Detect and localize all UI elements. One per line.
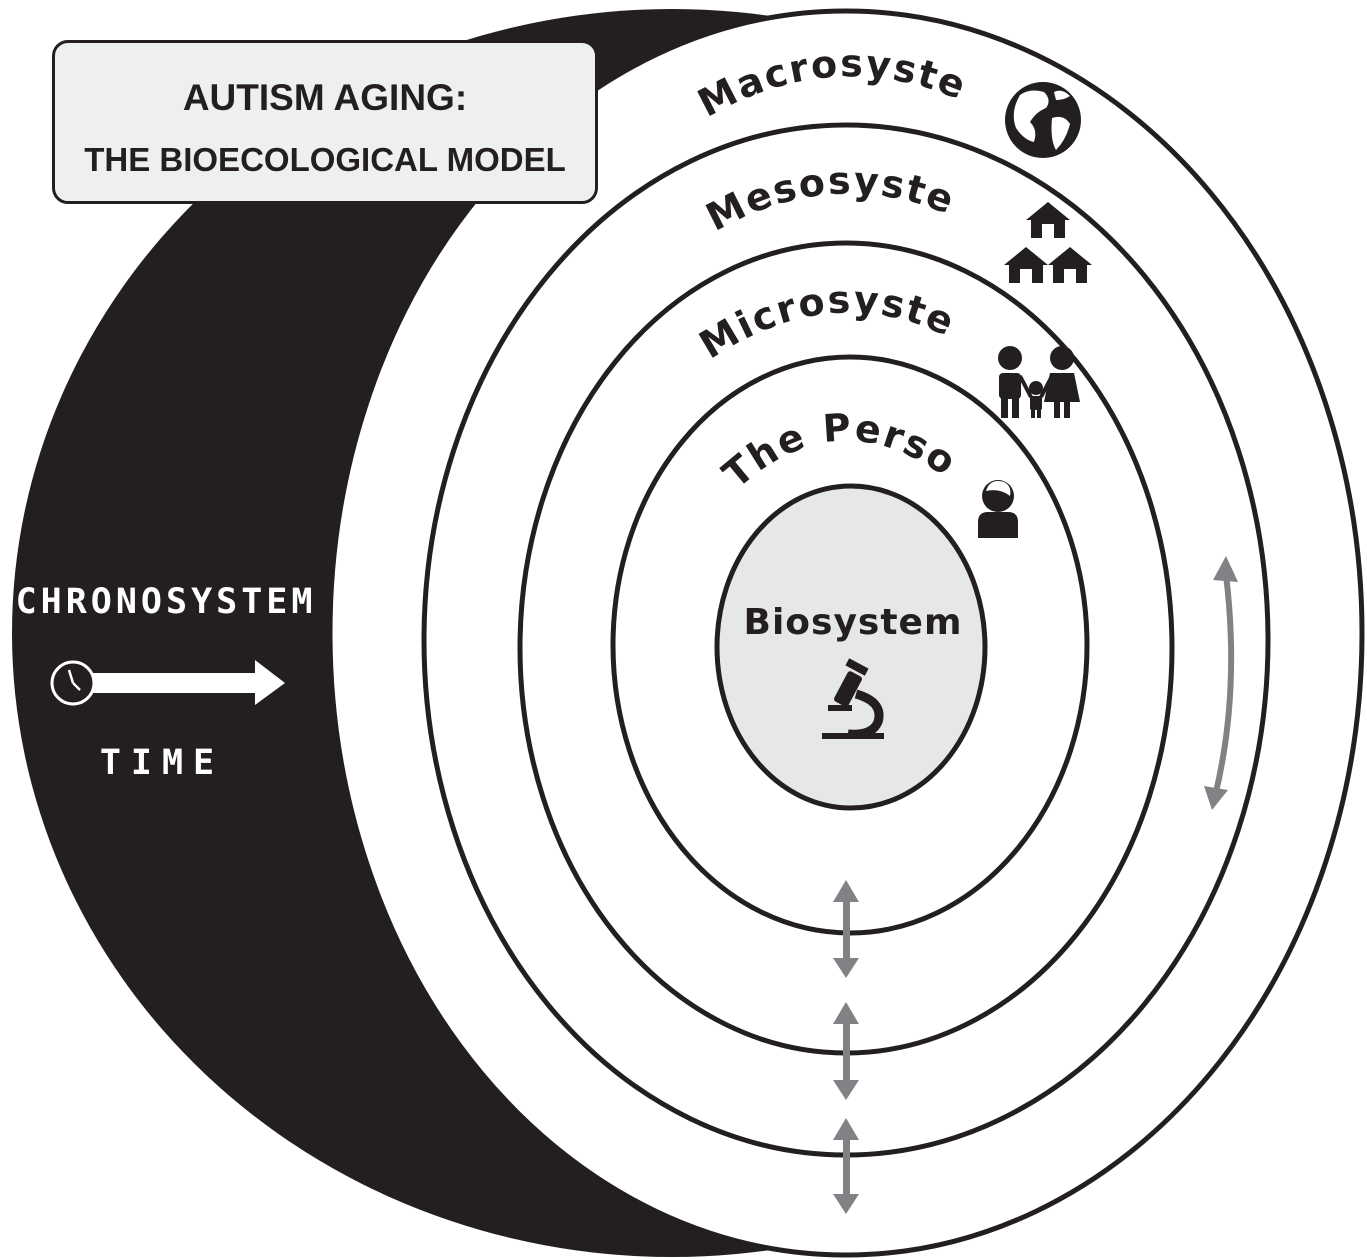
time-arrow bbox=[92, 660, 285, 705]
microscope-icon bbox=[822, 658, 884, 739]
houses-icon bbox=[1004, 202, 1092, 283]
biosystem-label: Biosystem bbox=[744, 602, 963, 643]
person-icon bbox=[978, 480, 1018, 538]
title-box: AUTISM AGING: THE BIOECOLOGICAL MODEL bbox=[52, 40, 598, 204]
time-label: TIME bbox=[100, 743, 224, 783]
globe-icon bbox=[1005, 82, 1081, 158]
double-arrow-3 bbox=[833, 1118, 859, 1214]
title-line-1: AUTISM AGING: bbox=[182, 77, 468, 118]
clock-icon bbox=[50, 660, 96, 706]
chronosystem-label: CHRONOSYSTEM bbox=[16, 582, 317, 622]
double-arrow-2 bbox=[833, 1002, 859, 1100]
double-arrow-1 bbox=[833, 880, 859, 978]
biosystem-core bbox=[714, 483, 988, 811]
title-line-2: THE BIOECOLOGICAL MODEL bbox=[84, 141, 566, 178]
curved-double-arrow bbox=[1204, 556, 1238, 810]
family-icon bbox=[998, 346, 1080, 418]
